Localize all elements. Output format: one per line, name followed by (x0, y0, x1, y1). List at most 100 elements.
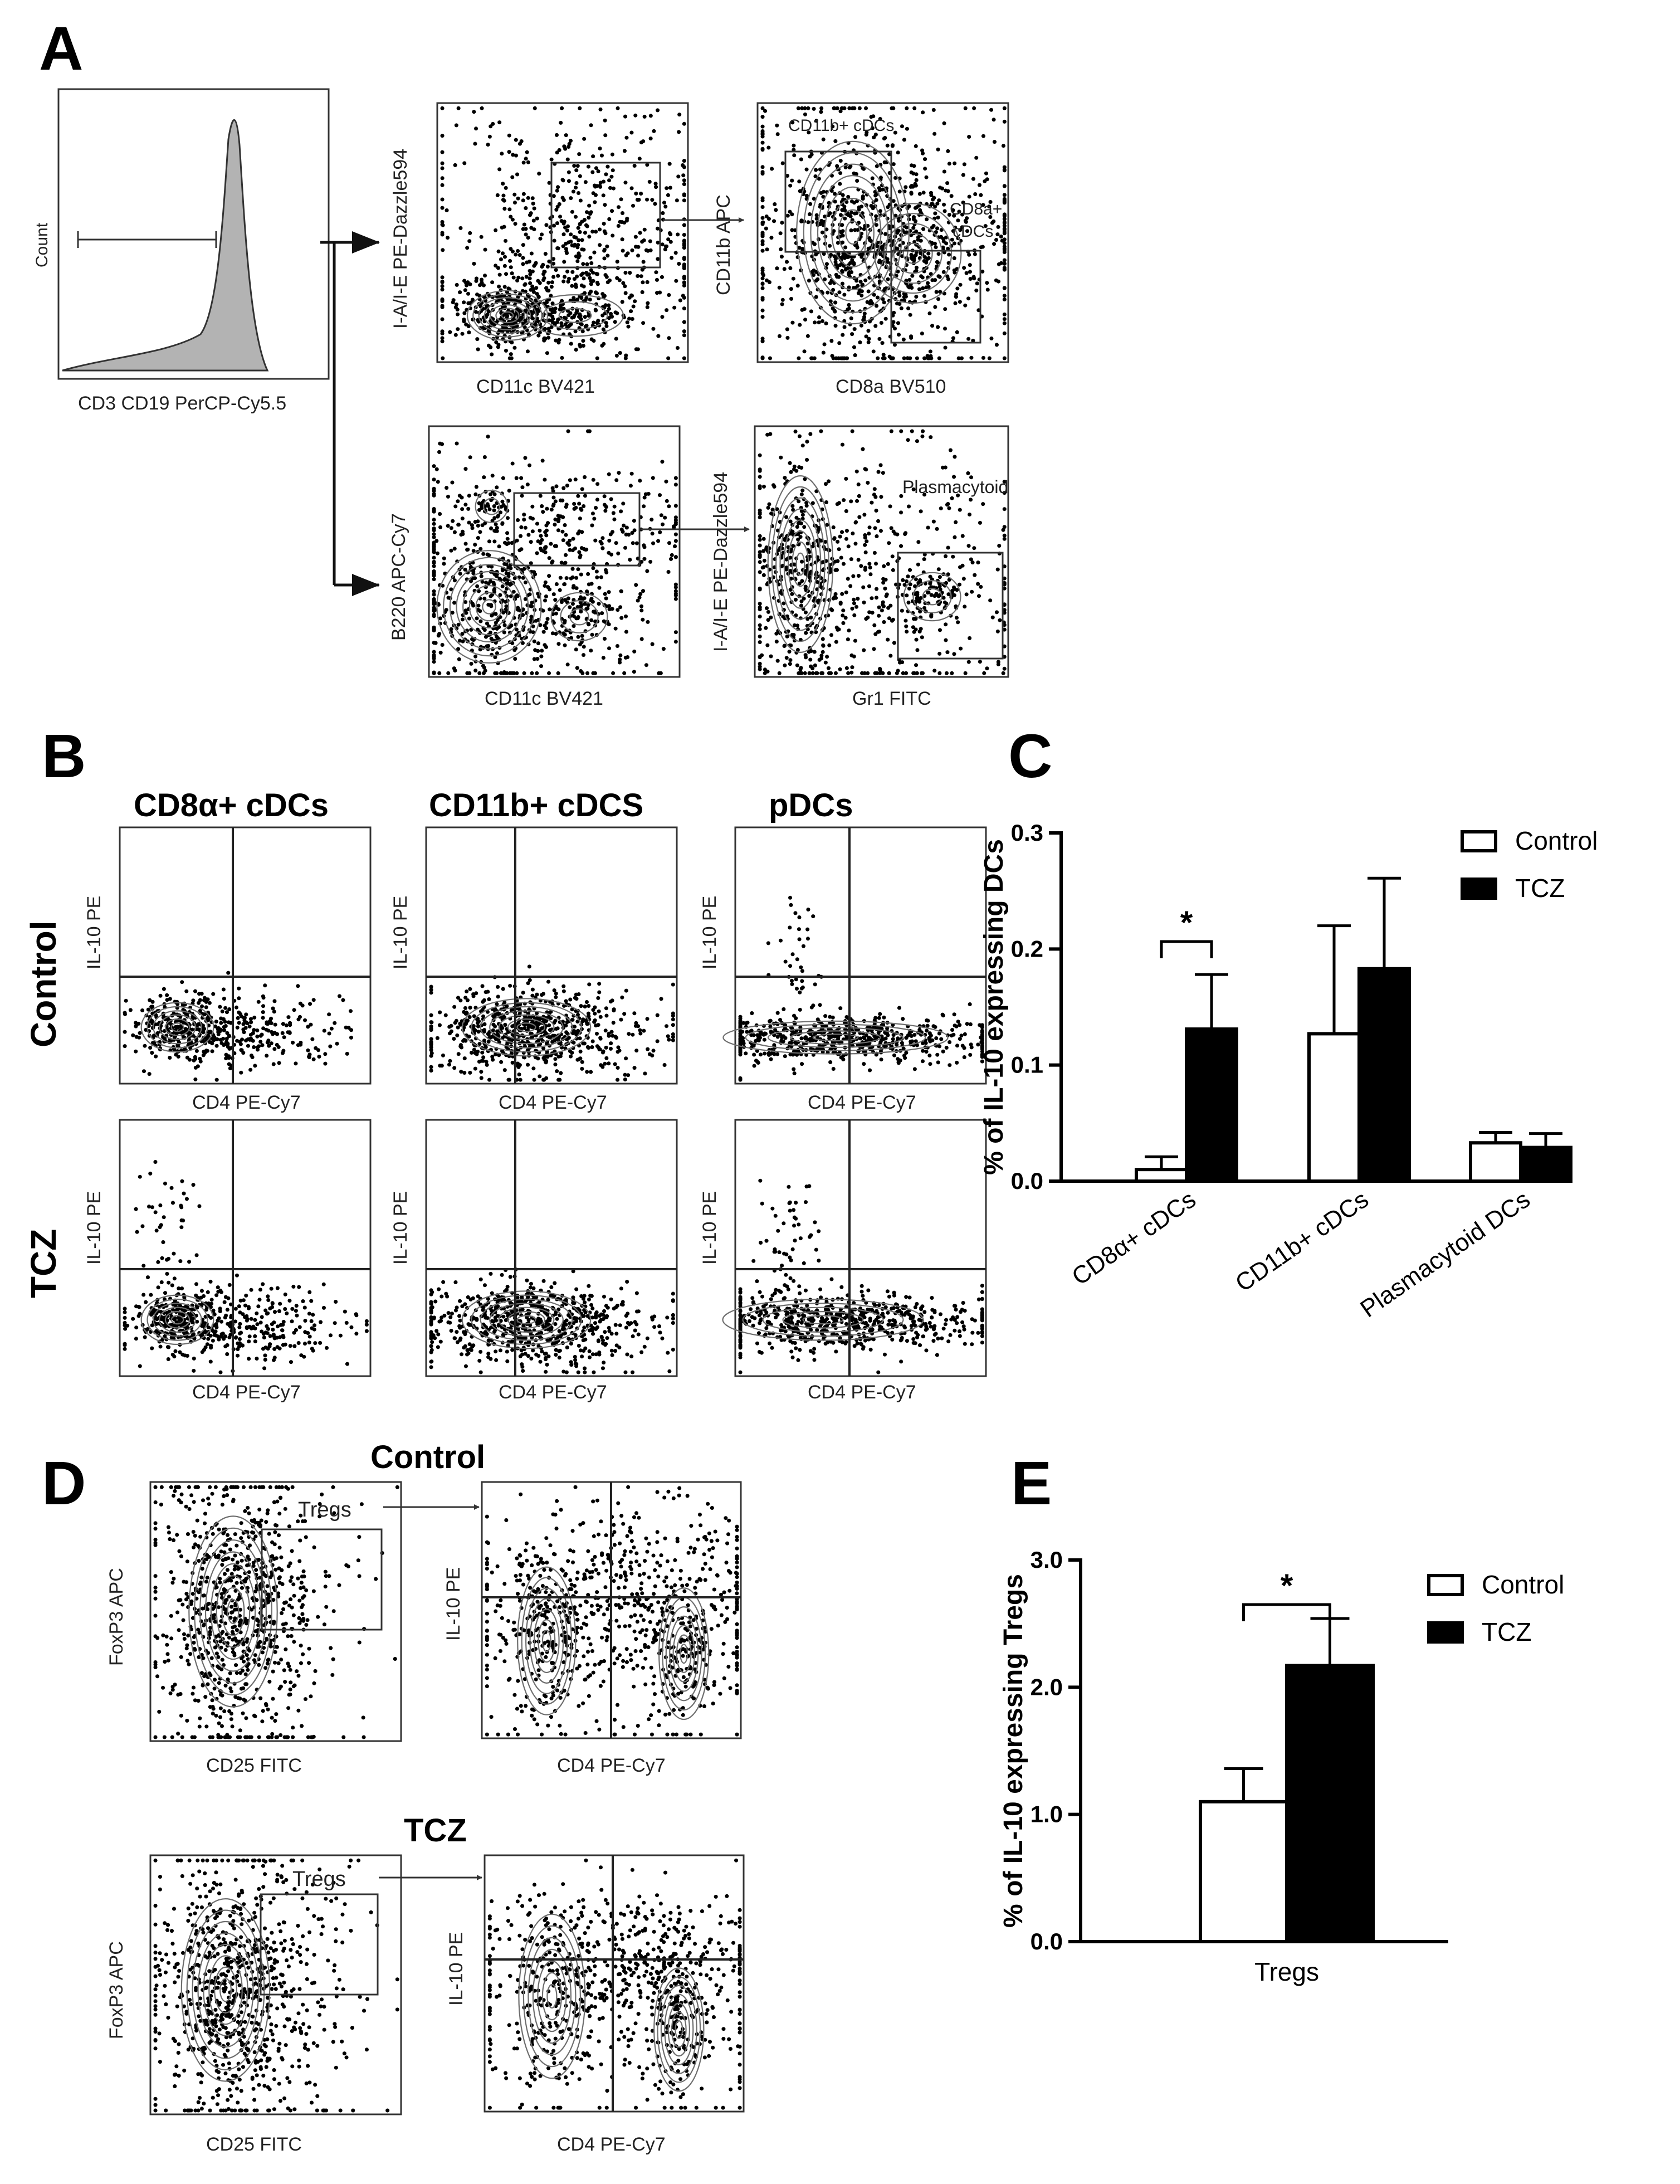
flow-events (738, 1178, 984, 1374)
contour-ring (472, 293, 543, 338)
plot-b2-xlabel: CD4 PE-Cy7 (499, 1092, 607, 1113)
histogram-ylabel: Count (33, 222, 51, 267)
y-axis-label: % of IL-10 expressing DCs (979, 839, 1009, 1175)
contour-ring (810, 163, 896, 302)
contour-ring (146, 1298, 208, 1341)
y-tick-label: 0.3 (1011, 820, 1043, 846)
contour-ring (498, 1306, 555, 1333)
contour-ring (461, 1290, 592, 1349)
contour-ring (529, 1598, 564, 1684)
contour-ring (669, 1615, 699, 1692)
contour-ring (480, 1298, 573, 1341)
plot-a1-gate (550, 162, 661, 269)
plot-a2-density (760, 106, 1007, 360)
plot-b3-xlabel: CD4 PE-Cy7 (808, 1092, 916, 1113)
contour-ring (902, 242, 924, 264)
panel-b-row-label-control: Control (23, 921, 64, 1048)
contour-ring (501, 311, 514, 320)
contour-ring (517, 1566, 577, 1715)
plot-d3-density (153, 1858, 399, 2113)
plot-b-control-pdc: IL-10 PE CD4 PE-Cy7 (699, 826, 987, 1113)
bar-control (1469, 1141, 1522, 1183)
category-label: CD11b+ cDCs (1230, 1186, 1374, 1297)
contour-ring (671, 2011, 687, 2048)
y-axis-label: % of IL-10 expressing Tregs (999, 1574, 1028, 1928)
plot-a4-ylabel: I-A/I-E PE-Dazzle594 (710, 472, 731, 652)
plot-a2: CD11b+ cDCs CD8a+ cDCs CD11b APC CD8a BV… (713, 102, 1009, 397)
contour-ring (546, 1983, 558, 2009)
plot-a4-gate (897, 552, 1004, 660)
contour-ring (442, 557, 535, 657)
legend-label-tcz: TCZ (1482, 1617, 1531, 1646)
panel-letter-b: B (42, 722, 86, 791)
contour-ring (170, 1022, 184, 1032)
bar-control (1199, 1800, 1288, 1943)
bar-tcz (1519, 1145, 1572, 1183)
plot-d1-density (153, 1485, 399, 1739)
plot-d2-density (485, 1485, 739, 1737)
bar-tcz (1357, 967, 1411, 1183)
contour-ring (518, 1913, 586, 2079)
histogram-xlabel: CD3 CD19 PerCP-Cy5.5 (78, 393, 286, 414)
contour-ring (817, 175, 889, 290)
contour-ring (194, 1527, 272, 1696)
contour-ring (538, 1619, 556, 1663)
plot-d1-ylabel: FoxP3 APC (106, 1568, 127, 1666)
contour-ring (436, 550, 542, 664)
contour-ring (468, 585, 510, 628)
plot-a4-density (758, 429, 1007, 675)
contour-ring (767, 475, 834, 653)
bar-control (1135, 1168, 1188, 1183)
contour-ring (658, 1587, 710, 1720)
legend-swatch-tcz (1461, 878, 1497, 900)
plot-d-tcz-gate: Tregs FoxP3 APC CD25 FITC (106, 1854, 482, 2155)
contour-ring (214, 1966, 237, 2014)
contour-ring (480, 1006, 573, 1049)
bar-tcz (1185, 1027, 1238, 1183)
plot-d4-frame (484, 1854, 745, 2113)
contour-ring (903, 572, 961, 622)
plot-d1-gate-label: Tregs (298, 1498, 351, 1522)
contour-ring (541, 1972, 563, 2021)
contour-ring (550, 592, 608, 642)
contour-ring (762, 1306, 884, 1333)
contour-ring (775, 497, 826, 631)
category-label: Plasmacytoid DCs (1355, 1186, 1535, 1323)
plot-a3: B220 APC-Cy7 CD11c BV421 (388, 425, 750, 709)
contour-ring (812, 1034, 859, 1042)
panel-letter-a: A (39, 14, 83, 83)
contour-ring (528, 1937, 577, 2056)
contour-ring (795, 552, 805, 576)
contour-ring (216, 1575, 251, 1648)
plot-b3-frame (734, 826, 987, 1085)
contour-ring (883, 223, 942, 284)
contour-ring (482, 599, 496, 615)
plot-a4-xlabel: Gr1 FITC (852, 688, 931, 709)
plot-b1-xlabel: CD4 PE-Cy7 (192, 1092, 301, 1113)
contour-ring (742, 1303, 904, 1337)
contour-ring (180, 1898, 271, 2082)
contour-ring (170, 1315, 184, 1325)
contour-ring (164, 1311, 191, 1329)
plot-b2-frame (425, 826, 678, 1085)
contour-ring (787, 530, 813, 598)
plot-a3-gate (513, 492, 641, 567)
chart-c: 0.00.10.20.3% of IL-10 expressing DCsCD8… (979, 820, 1598, 1323)
plot-a2-gate1-label: CD11b+ cDCs (788, 116, 894, 135)
plot-a2-xlabel: CD8a BV510 (836, 376, 946, 397)
contour-ring (140, 1294, 214, 1346)
bar-control (1307, 1032, 1361, 1183)
contour-ring (475, 592, 503, 622)
contour-ring (484, 300, 531, 330)
contour-ring (560, 600, 599, 633)
plot-b5-frame (425, 1119, 678, 1377)
contour-ring (824, 186, 882, 279)
contour-ring (516, 1022, 536, 1032)
contour-ring (478, 297, 537, 334)
plot-b4-ylabel: IL-10 PE (84, 1191, 105, 1265)
plot-d1-xlabel: CD25 FITC (206, 1755, 302, 1776)
plot-b5-xlabel: CD4 PE-Cy7 (499, 1382, 607, 1403)
plot-b4-xlabel: CD4 PE-Cy7 (192, 1382, 301, 1403)
plot-a3-density (432, 429, 678, 675)
plot-b4-density (123, 1160, 369, 1374)
